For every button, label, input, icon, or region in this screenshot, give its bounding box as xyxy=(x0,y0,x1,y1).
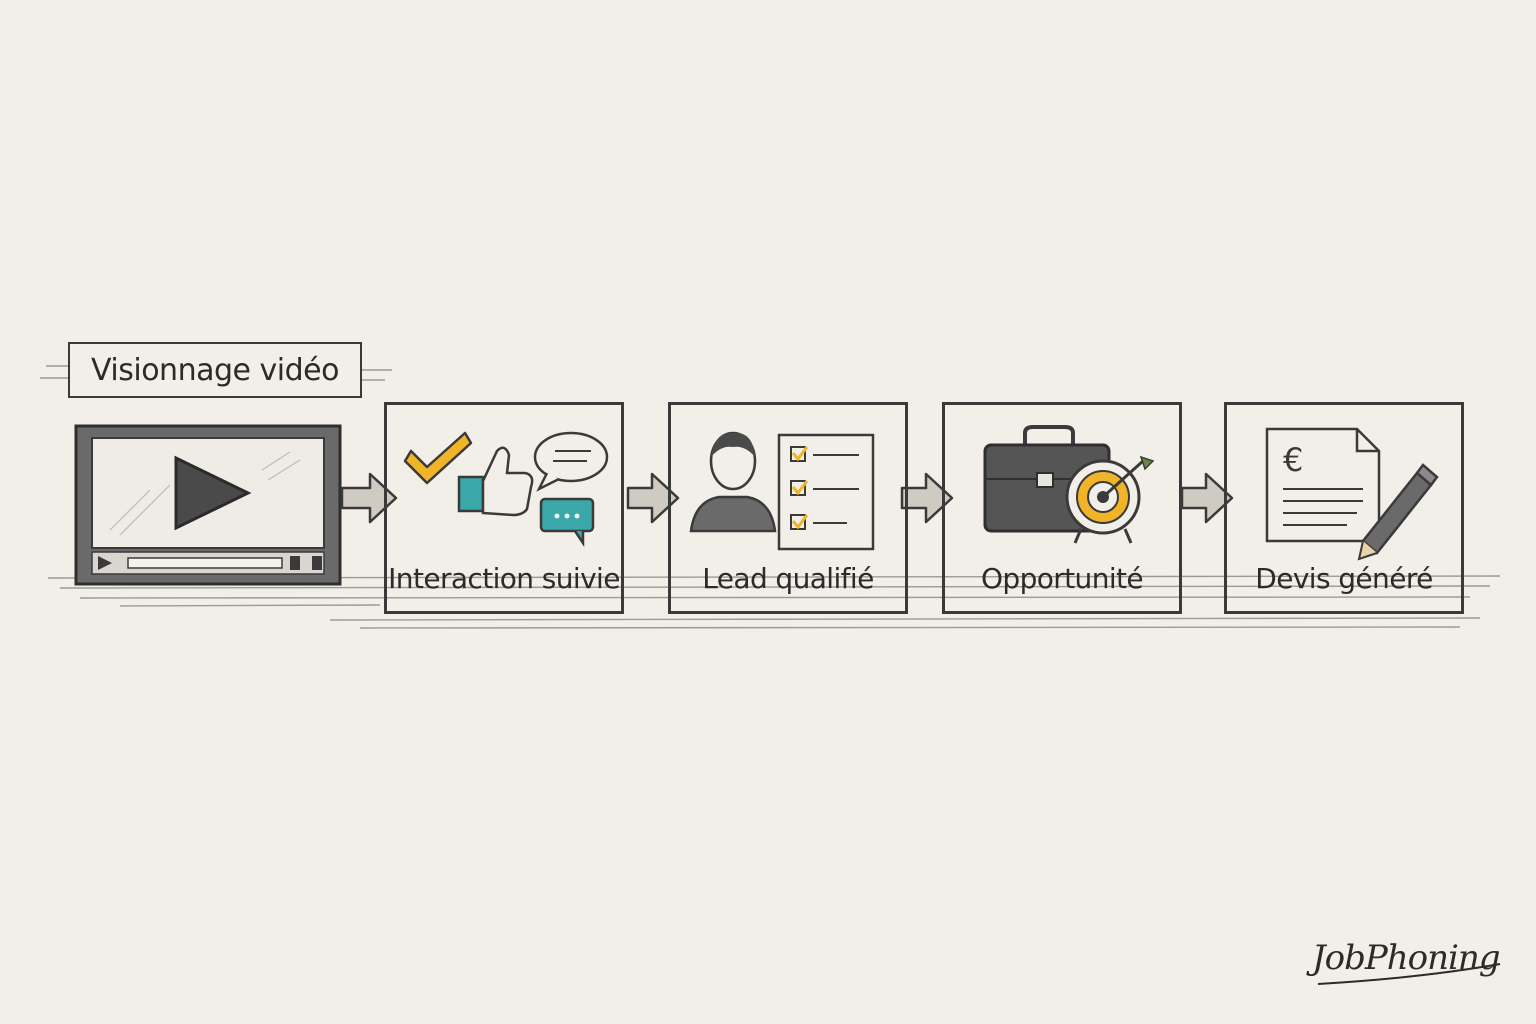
svg-text:€: € xyxy=(1283,441,1303,479)
brand-logo: JobPhoning xyxy=(1312,938,1501,978)
step-lead: Lead qualifié xyxy=(668,402,908,614)
step-opportunity: Opportunité xyxy=(942,402,1182,614)
arrow-1 xyxy=(340,472,398,524)
arrow-2 xyxy=(626,472,680,524)
checkmark-icon xyxy=(403,431,473,485)
chat-bubble-icon xyxy=(539,497,595,548)
target-icon xyxy=(1065,455,1155,544)
arrow-4 xyxy=(1180,472,1234,524)
step-quote: € Devis généré xyxy=(1224,402,1464,614)
euro-document-icon: € xyxy=(1265,427,1381,543)
step-label: Opportunité xyxy=(980,562,1144,595)
checklist-icon xyxy=(777,433,875,551)
step-label: Lead qualifié xyxy=(702,562,874,595)
step-label: Devis généré xyxy=(1255,562,1433,595)
start-label: Visionnage vidéo xyxy=(68,342,362,398)
step-interaction: Interaction suivie xyxy=(384,402,624,614)
person-icon xyxy=(689,431,777,533)
pencil-icon xyxy=(1357,463,1439,561)
thumbs-up-icon xyxy=(457,446,534,517)
play-icon xyxy=(174,455,252,531)
speech-bubble-icon xyxy=(533,431,609,492)
step-label: Interaction suivie xyxy=(388,562,620,595)
